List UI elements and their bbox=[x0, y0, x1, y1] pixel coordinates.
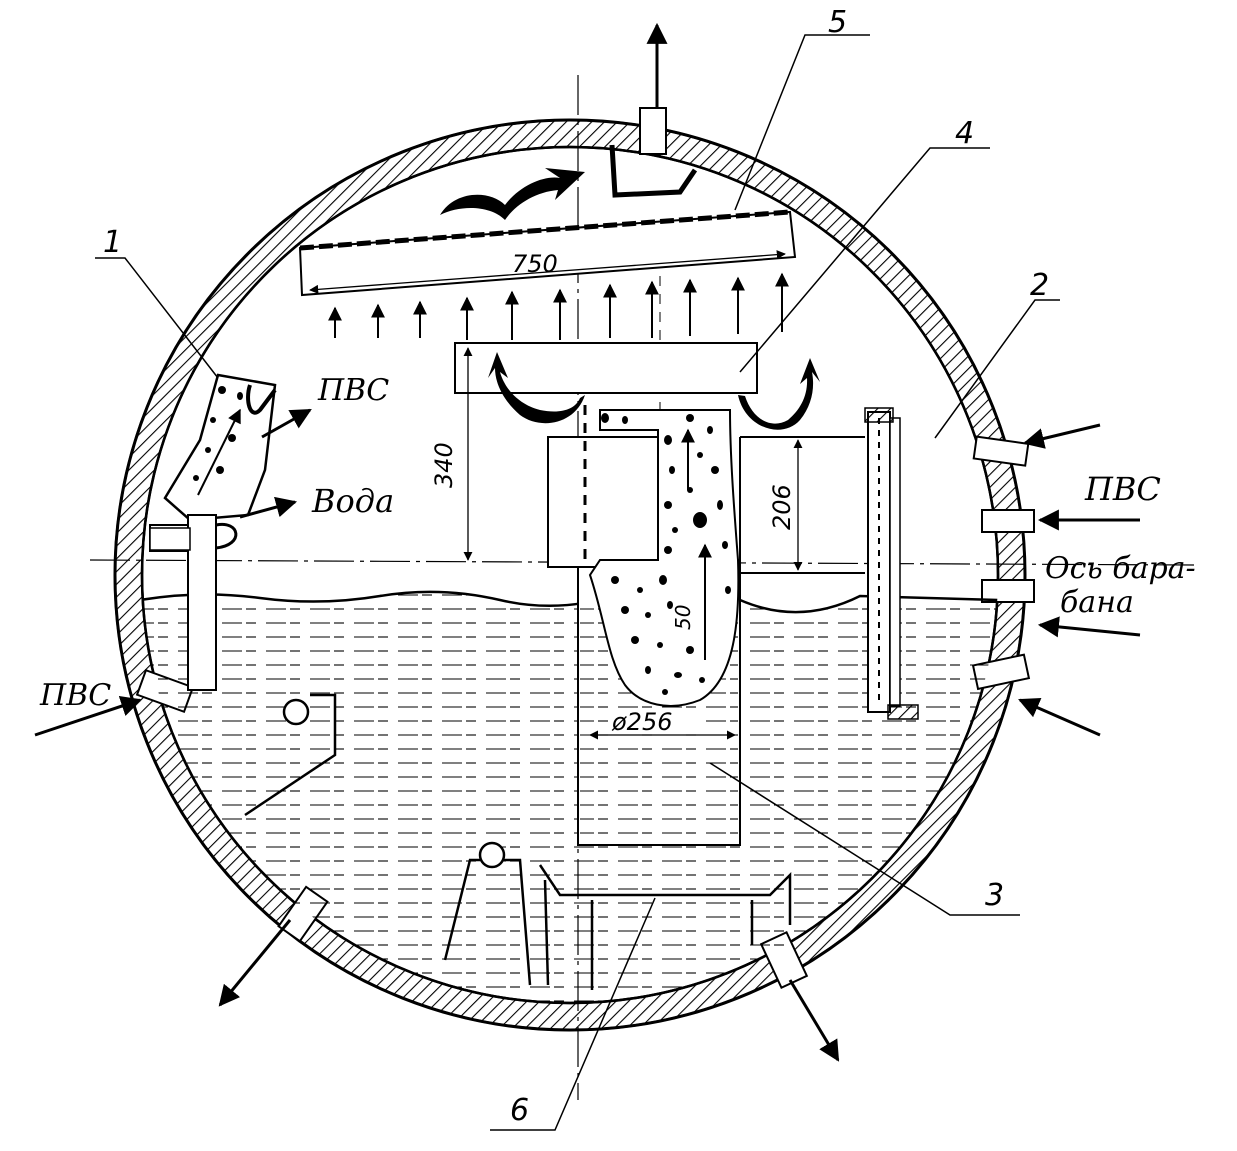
label-axis-line2: бана bbox=[1060, 585, 1134, 620]
callout-3: 3 bbox=[985, 878, 1004, 913]
callout-6: 6 bbox=[510, 1093, 529, 1128]
bottom-structures bbox=[244, 693, 792, 990]
left-deflect-arrow bbox=[488, 352, 585, 424]
label-pvs-left: ПВС bbox=[39, 678, 111, 713]
label-pvs-right: ПВС bbox=[1084, 470, 1161, 508]
callout-leaders bbox=[95, 34, 1060, 1131]
dim-340: 340 bbox=[430, 442, 458, 488]
callout-2: 2 bbox=[1030, 268, 1049, 303]
water-region bbox=[142, 584, 998, 1003]
dim-750: 750 bbox=[512, 250, 558, 278]
perforated-plate bbox=[298, 209, 797, 297]
label-pvs-top: ПВС bbox=[317, 373, 389, 408]
top-bracket bbox=[609, 144, 698, 198]
plume-bubbles bbox=[601, 413, 731, 695]
steam-water-plume bbox=[588, 409, 740, 707]
left-separator-1 bbox=[149, 373, 277, 691]
dim-206: 206 bbox=[768, 484, 796, 530]
right-perforated-plate-2 bbox=[864, 407, 919, 720]
dim-diameter: ø256 bbox=[611, 708, 673, 736]
label-axis-line1: Ось бара- bbox=[1045, 551, 1196, 586]
dim-50: 50 bbox=[671, 605, 695, 630]
callout-1: 1 bbox=[103, 225, 122, 260]
top-flow-arrow bbox=[440, 168, 585, 220]
upflow-arrows bbox=[328, 272, 789, 340]
callout-4: 4 bbox=[955, 116, 974, 151]
callout-5: 5 bbox=[828, 5, 847, 40]
right-deflect-arrow bbox=[738, 358, 820, 430]
label-voda: Вода bbox=[311, 482, 394, 520]
drum-axis-line bbox=[89, 559, 1201, 566]
external-arrows bbox=[34, 22, 1141, 1062]
left-chamber-box bbox=[547, 436, 659, 568]
